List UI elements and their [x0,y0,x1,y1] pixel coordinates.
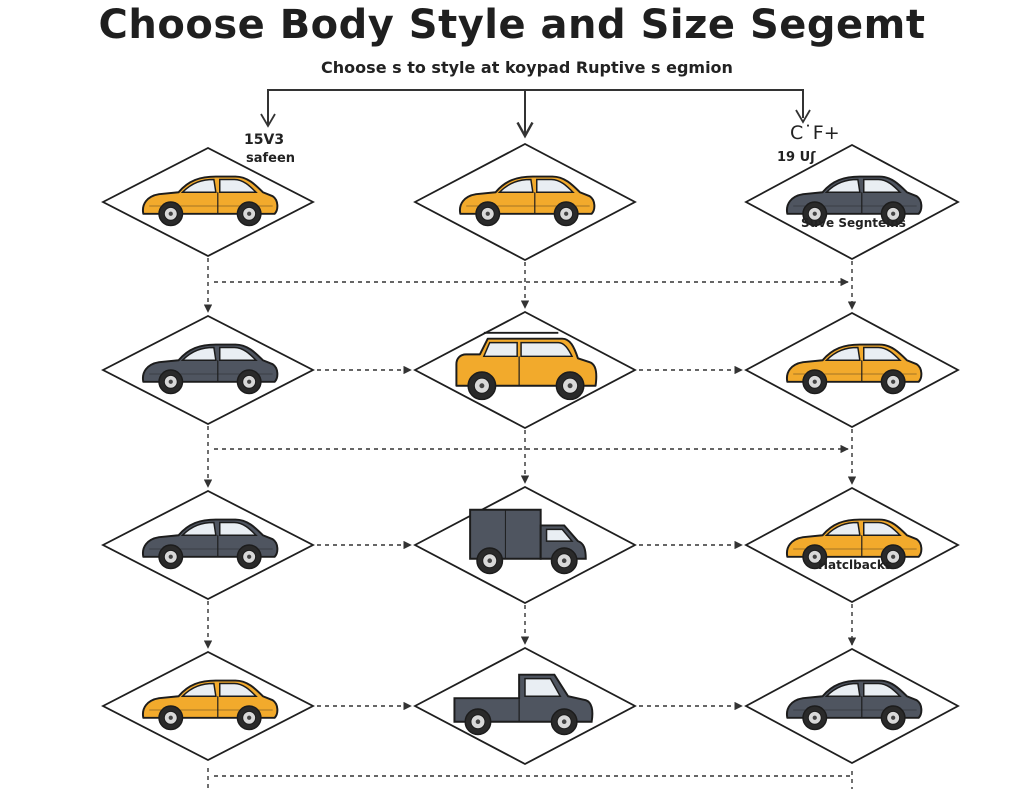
top-left-label-line2: safeen [246,151,296,166]
sedan-car-icon [141,343,279,395]
pickup-car-icon [453,673,594,736]
vehicle-node-r3-c1[interactable] [101,489,315,601]
vehicle-node-r4-c1[interactable] [101,650,315,762]
vehicle-node-r4-c3[interactable] [744,647,960,765]
top-right-label-line1: C˙F+ [790,122,840,144]
vehicle-node-r3-c2[interactable] [413,485,637,605]
sedan-car-icon [785,679,923,731]
sedan-car-icon [141,518,279,570]
page-subtitle: Choose s to style at koypad Ruptive s eg… [321,58,733,77]
top-left-label-line1: 15V3 [244,132,285,148]
vehicle-nodes [101,142,960,766]
vehicle-node-r3-c3[interactable] [744,486,960,604]
vehicle-node-r1-c3[interactable] [744,143,960,261]
suv-segments-label: Suve Segnteins [801,216,906,230]
vehicle-node-r4-c2[interactable] [413,646,637,766]
vehicle-node-r2-c3[interactable] [744,311,960,429]
page-title: Choose Body Style and Size Segemt [98,2,926,48]
sedan-car-icon [458,175,596,227]
vehicle-node-r2-c1[interactable] [101,314,315,426]
dashed-connectors [203,258,857,789]
van-car-icon [469,508,587,575]
sedan-car-icon [141,175,279,227]
vehicle-node-r1-c1[interactable] [101,146,315,258]
vehicle-node-r2-c2[interactable] [413,310,637,430]
sedan-car-icon [785,175,923,227]
suv-car-icon [455,331,598,401]
vehicle-node-r1-c2[interactable] [413,142,637,262]
sedan-car-icon [141,679,279,731]
sedan-car-icon [785,518,923,570]
top-bracket-connector [260,89,811,139]
top-right-label-line2: 19 Uʃ [777,150,816,165]
hatchbacks-label: Hatclbacks [818,558,893,572]
sedan-car-icon [785,343,923,395]
